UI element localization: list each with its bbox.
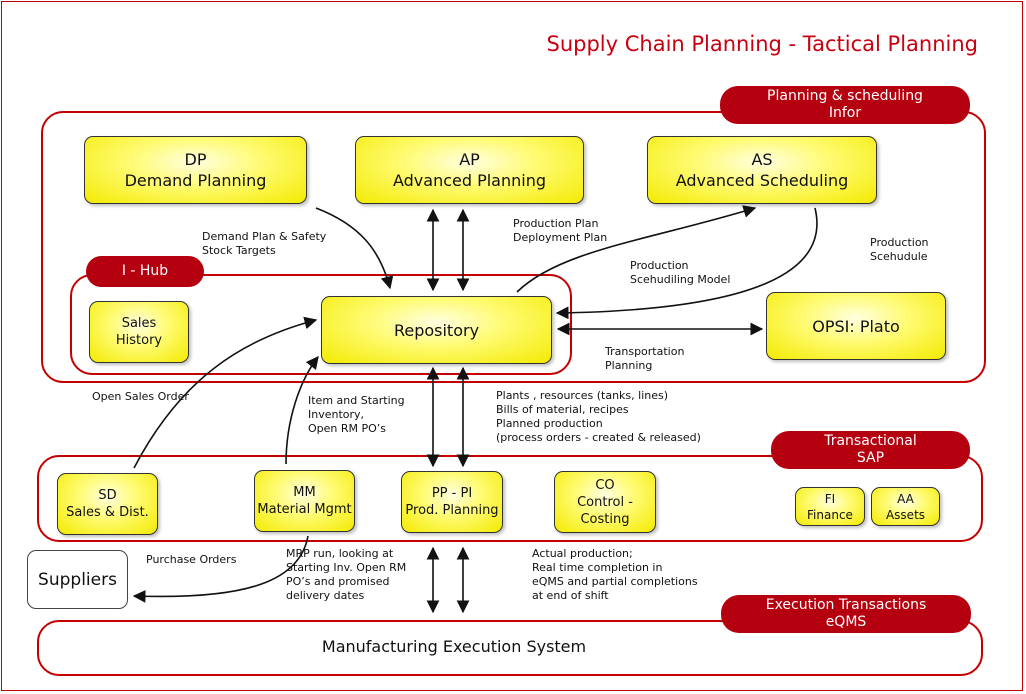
repository-to-as-arrow [516, 205, 757, 293]
diagram-title: Supply Chain Planning - Tactical Plannin… [546, 32, 978, 56]
plants-resources-label: Plants , resources (tanks, lines)Bills o… [496, 389, 701, 444]
as-to-repository-arrow [555, 207, 818, 320]
opsi-plato-box: OPSI: Plato [766, 292, 946, 360]
actual-production-label: Actual production;Real time completion i… [532, 547, 698, 602]
suppliers-box: Suppliers [27, 550, 128, 609]
mm-to-suppliers-arrow [132, 535, 309, 603]
open-sales-order-label: Open Sales Order [92, 390, 189, 403]
sd-to-repository-arrow [133, 316, 318, 469]
planning-region [41, 111, 986, 383]
transactional-region [37, 455, 983, 542]
mm-to-repository-arrow [285, 355, 319, 465]
ihub-tag: I - Hub [86, 256, 204, 287]
purchase-orders-label: Purchase Orders [146, 553, 237, 566]
repository-box: Repository [321, 296, 552, 364]
dp-to-repository-arrow [315, 207, 394, 290]
mes-region [37, 620, 983, 676]
mes-label: Manufacturing Execution System [321, 637, 587, 656]
